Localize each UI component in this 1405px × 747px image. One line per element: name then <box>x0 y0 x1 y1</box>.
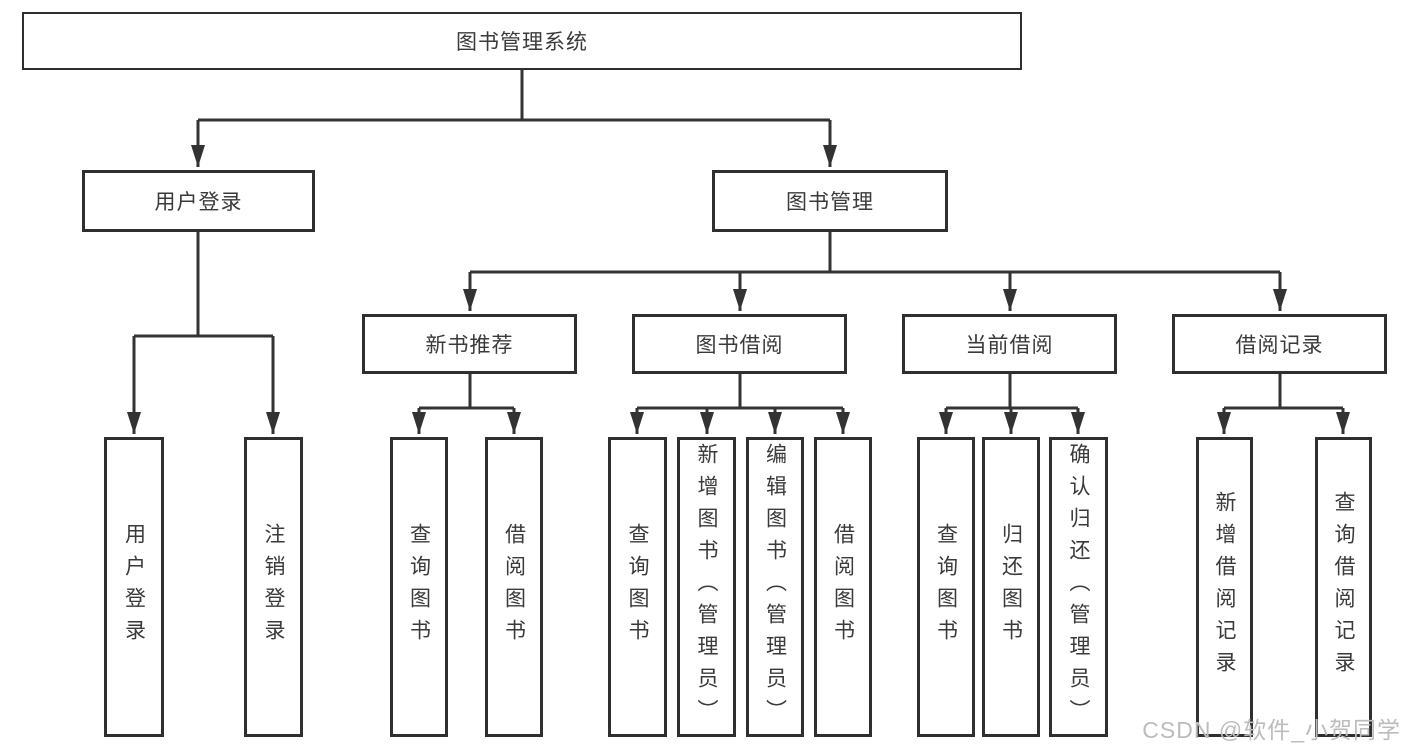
node-label: 图书管理 <box>786 191 874 214</box>
leaf-label: 查询图书 <box>407 523 431 651</box>
node-label: 借阅记录 <box>1235 334 1324 357</box>
node-label: 图书借阅 <box>695 334 784 357</box>
leaf-edit-books-admin: 编辑图书（管理员） <box>746 437 804 737</box>
leaf-query-borrow-record: 查询借阅记录 <box>1315 437 1372 737</box>
node-label: 用户登录 <box>154 191 243 214</box>
leaf-label: 新增图书（管理员） <box>695 443 718 731</box>
node-book-borrowing: 图书借阅 <box>632 314 847 374</box>
leaf-recommend-query-books: 查询图书 <box>390 437 448 737</box>
leaf-label: 借阅图书 <box>831 523 855 651</box>
leaf-return-books: 归还图书 <box>982 437 1040 737</box>
leaf-recommend-borrow-books: 借阅图书 <box>485 437 543 737</box>
node-label: 当前借阅 <box>965 334 1054 357</box>
node-user-login: 用户登录 <box>82 170 315 232</box>
leaf-add-books-admin: 新增图书（管理员） <box>677 437 736 737</box>
connector-group <box>127 70 1350 434</box>
leaf-label: 归还图书 <box>999 523 1023 651</box>
leaf-label: 借阅图书 <box>502 523 526 651</box>
leaf-confirm-return-admin: 确认归还（管理员） <box>1049 437 1108 737</box>
leaf-label: 查询图书 <box>934 523 958 651</box>
leaf-borrow-books: 借阅图书 <box>814 437 872 737</box>
leaf-label: 查询图书 <box>626 523 649 651</box>
leaf-label: 新增借阅记录 <box>1213 491 1236 683</box>
node-label: 新书推荐 <box>425 334 514 357</box>
node-current-borrowing: 当前借阅 <box>902 314 1117 374</box>
leaf-user-login: 用户登录 <box>104 437 164 737</box>
leaf-label: 编辑图书（管理员） <box>763 443 787 731</box>
node-library-system-root: 图书管理系统 <box>22 12 1022 70</box>
leaf-logout: 注销登录 <box>244 437 303 737</box>
leaf-add-borrow-record: 新增借阅记录 <box>1196 437 1253 737</box>
leaf-label: 注销登录 <box>262 523 285 651</box>
leaf-borrow-query-books: 查询图书 <box>608 437 667 737</box>
leaf-label: 确认归还（管理员） <box>1067 443 1090 731</box>
node-book-management: 图书管理 <box>712 170 948 232</box>
leaf-label: 查询借阅记录 <box>1332 491 1355 683</box>
node-new-book-recommendation: 新书推荐 <box>362 314 577 374</box>
node-label: 图书管理系统 <box>456 31 588 54</box>
node-borrowing-records: 借阅记录 <box>1172 314 1387 374</box>
csdn-watermark: CSDN @软件_小贺同学 <box>1142 717 1401 743</box>
leaf-current-query-books: 查询图书 <box>917 437 975 737</box>
leaf-label: 用户登录 <box>122 523 146 651</box>
